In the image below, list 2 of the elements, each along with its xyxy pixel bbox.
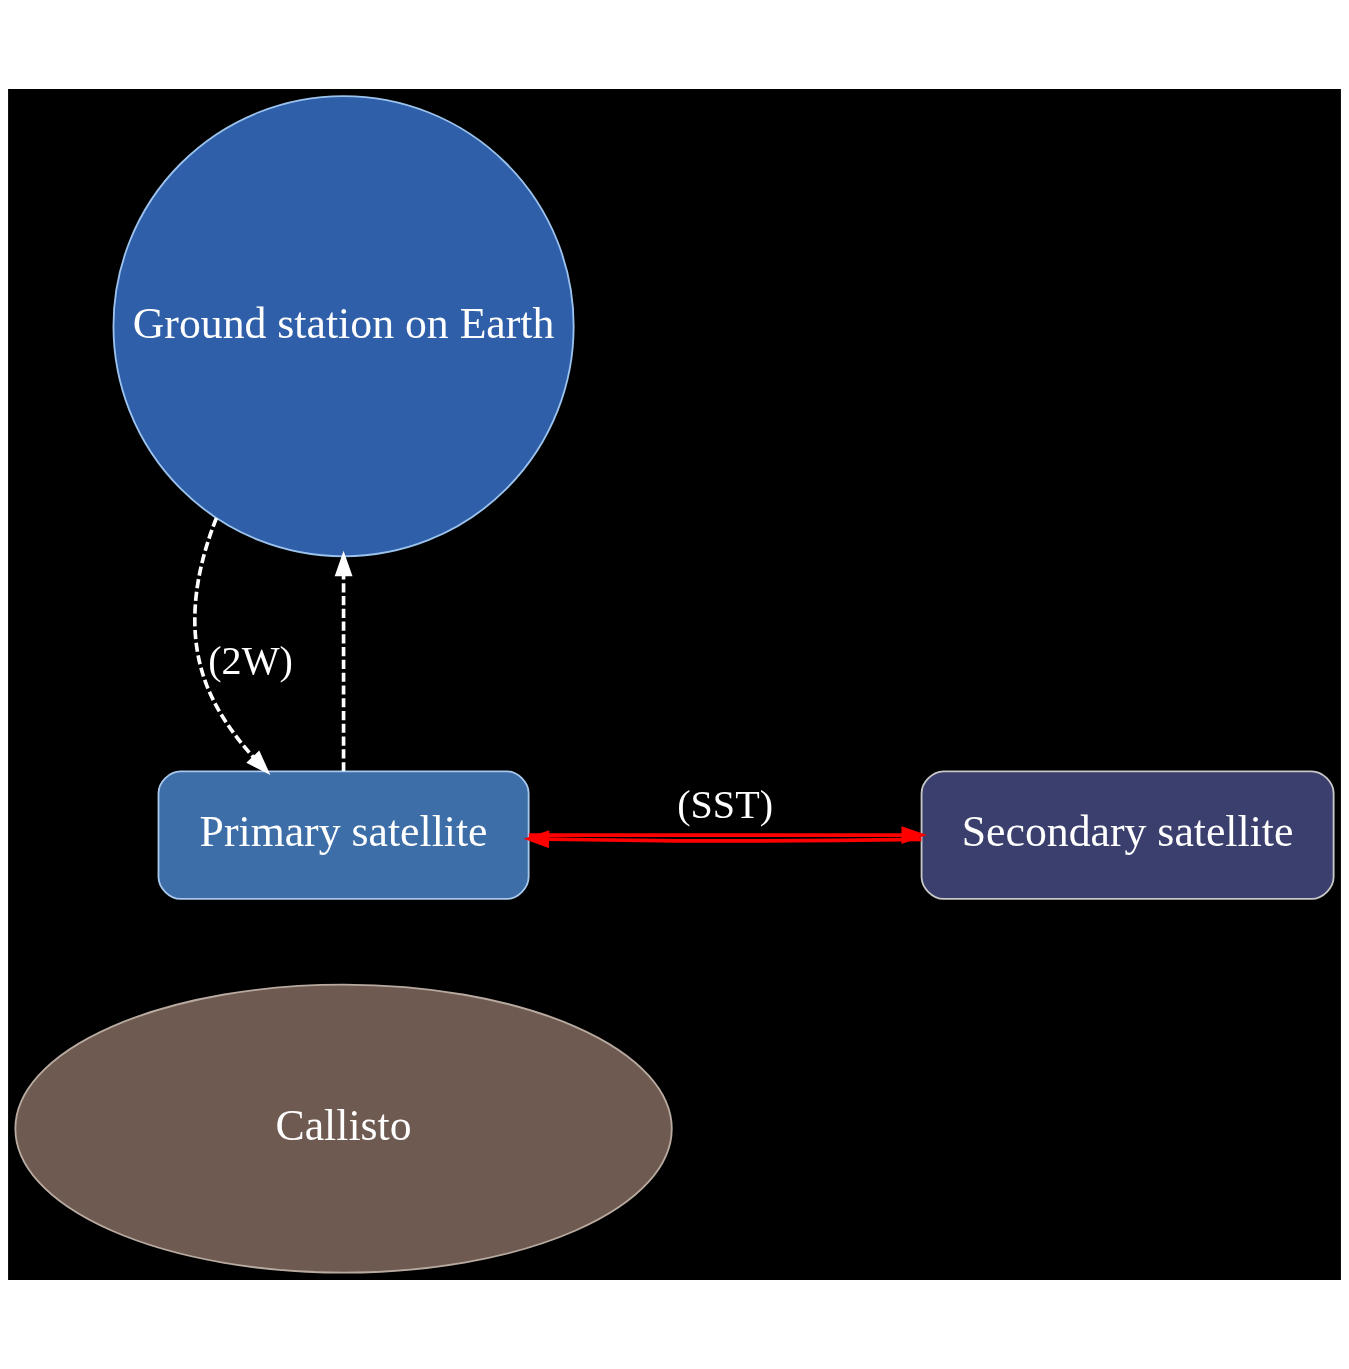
- edge-label: (SST): [677, 781, 774, 827]
- edge-label: (2W): [208, 637, 293, 683]
